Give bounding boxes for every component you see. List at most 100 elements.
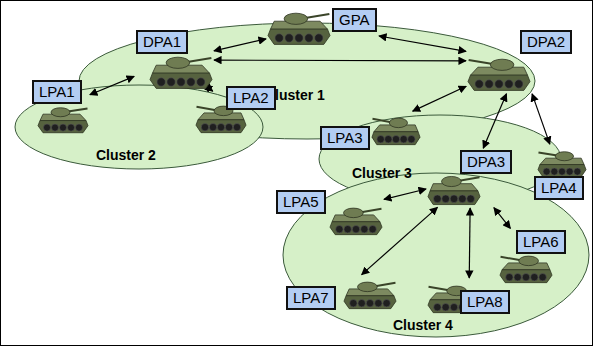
tank-wheel [167,78,175,86]
tank-lower-hull [196,120,246,133]
agent-node: LPA6 [500,230,566,284]
tank-wheel [505,80,513,88]
tank-wheel [225,123,232,130]
agent-label-wrap: LPA5 [276,190,326,214]
agent-label-wrap: GPA [332,8,377,32]
agent-node: LPA2 [196,86,276,134]
tank-icon [38,102,88,134]
tank-wheel [377,135,384,142]
tank-wheel [485,80,493,88]
tank-lower-hull [538,165,586,177]
agent-label-wrap: LPA7 [286,286,336,310]
tank-wheel [336,225,343,232]
tank-wheel [434,303,441,310]
agent-label-wrap: LPA2 [226,86,276,110]
tank-icon [500,250,552,284]
tank-turret [389,118,407,128]
tank-wheel [551,168,558,175]
tank-wheel [522,273,529,280]
tank-turret [51,108,70,117]
tank-wheel [275,34,283,42]
agent-label: DPA3 [460,150,512,174]
agent-label: DPA2 [520,30,572,54]
tank-wheel [75,124,82,131]
tank-wheel [531,273,538,280]
agent-node: DPA1 [136,30,212,90]
tank-wheel [358,299,365,306]
agent-node: LPA8 [428,280,510,314]
tank-wheel [458,195,466,203]
tank-wheel [51,124,58,131]
tank-wheel [295,34,303,42]
tank-barrel [197,107,217,110]
agent-label: LPA4 [534,176,584,200]
tank-wheel [514,273,521,280]
tank-lower-hull [428,191,480,205]
tank-wheel [43,124,50,131]
tank-lower-hull [268,29,330,44]
agent-label-wrap: LPA4 [534,176,584,200]
tank-wheel [67,124,74,131]
tank-wheel [475,80,483,88]
agent-label-wrap: LPA3 [320,126,370,150]
cluster-label-wrap: Cluster 2 [96,146,156,164]
agent-label: GPA [332,8,377,32]
tank-icon [468,52,530,92]
tank-turret [442,176,462,186]
tank-wheel [385,135,392,142]
tank-icon [372,112,420,146]
tank-barrel [375,283,395,286]
tank-lower-hull [500,270,552,283]
cluster-name: Cluster 3 [352,165,412,182]
tank-wheel [495,80,503,88]
cluster-name: Cluster 4 [393,317,453,334]
tank-wheel [450,303,457,310]
agent-label-wrap: DPA1 [136,30,188,54]
agent-node: DPA2 [468,30,573,92]
tank-turret [166,57,190,68]
tank-icon [268,6,330,46]
agent-label-wrap: DPA2 [520,30,572,54]
tank-wheel [361,225,368,232]
agent-label: LPA2 [226,86,276,110]
agent-node: LPA3 [320,112,420,150]
agent-label: LPA5 [276,190,326,214]
agent-node: GPA [268,6,377,46]
cluster-label-wrap: Cluster 3 [352,164,412,182]
tank-barrel [501,257,521,260]
agent-node: LPA7 [286,276,396,310]
tank-turret [358,282,378,292]
tank-wheel [350,299,357,306]
agent-label: LPA6 [516,230,566,254]
tank-wheel [558,168,565,175]
tank-wheel [315,34,323,42]
tank-wheel [515,80,523,88]
tank-wheel [217,123,224,130]
tank-barrel [459,177,479,181]
agent-label-wrap: LPA8 [460,290,510,314]
tank-wheel [157,78,165,86]
agent-node: LPA5 [276,190,382,236]
tank-wheel [366,299,373,306]
tank-turret [490,59,514,70]
agent-label: LPA8 [460,290,510,314]
cluster-name: Cluster 2 [96,147,156,164]
tank-wheel [375,299,382,306]
agent-label: LPA7 [286,286,336,310]
tank-barrel [361,209,381,212]
tank-wheel [344,225,351,232]
agent-label-wrap: DPA3 [460,150,512,174]
tank-icon [330,202,382,236]
tank-lower-hull [372,132,420,145]
tank-wheel [209,123,216,130]
tank-lower-hull [344,296,396,309]
tank-icon [344,276,396,310]
tank-lower-hull [330,222,382,235]
cluster-label-wrap: Cluster 4 [393,316,453,334]
agent-label: LPA1 [32,80,82,104]
tank-wheel [400,135,407,142]
tank-barrel [429,287,449,290]
tank-icon [428,170,480,206]
tank-wheel [539,273,546,280]
tank-wheel [201,123,208,130]
